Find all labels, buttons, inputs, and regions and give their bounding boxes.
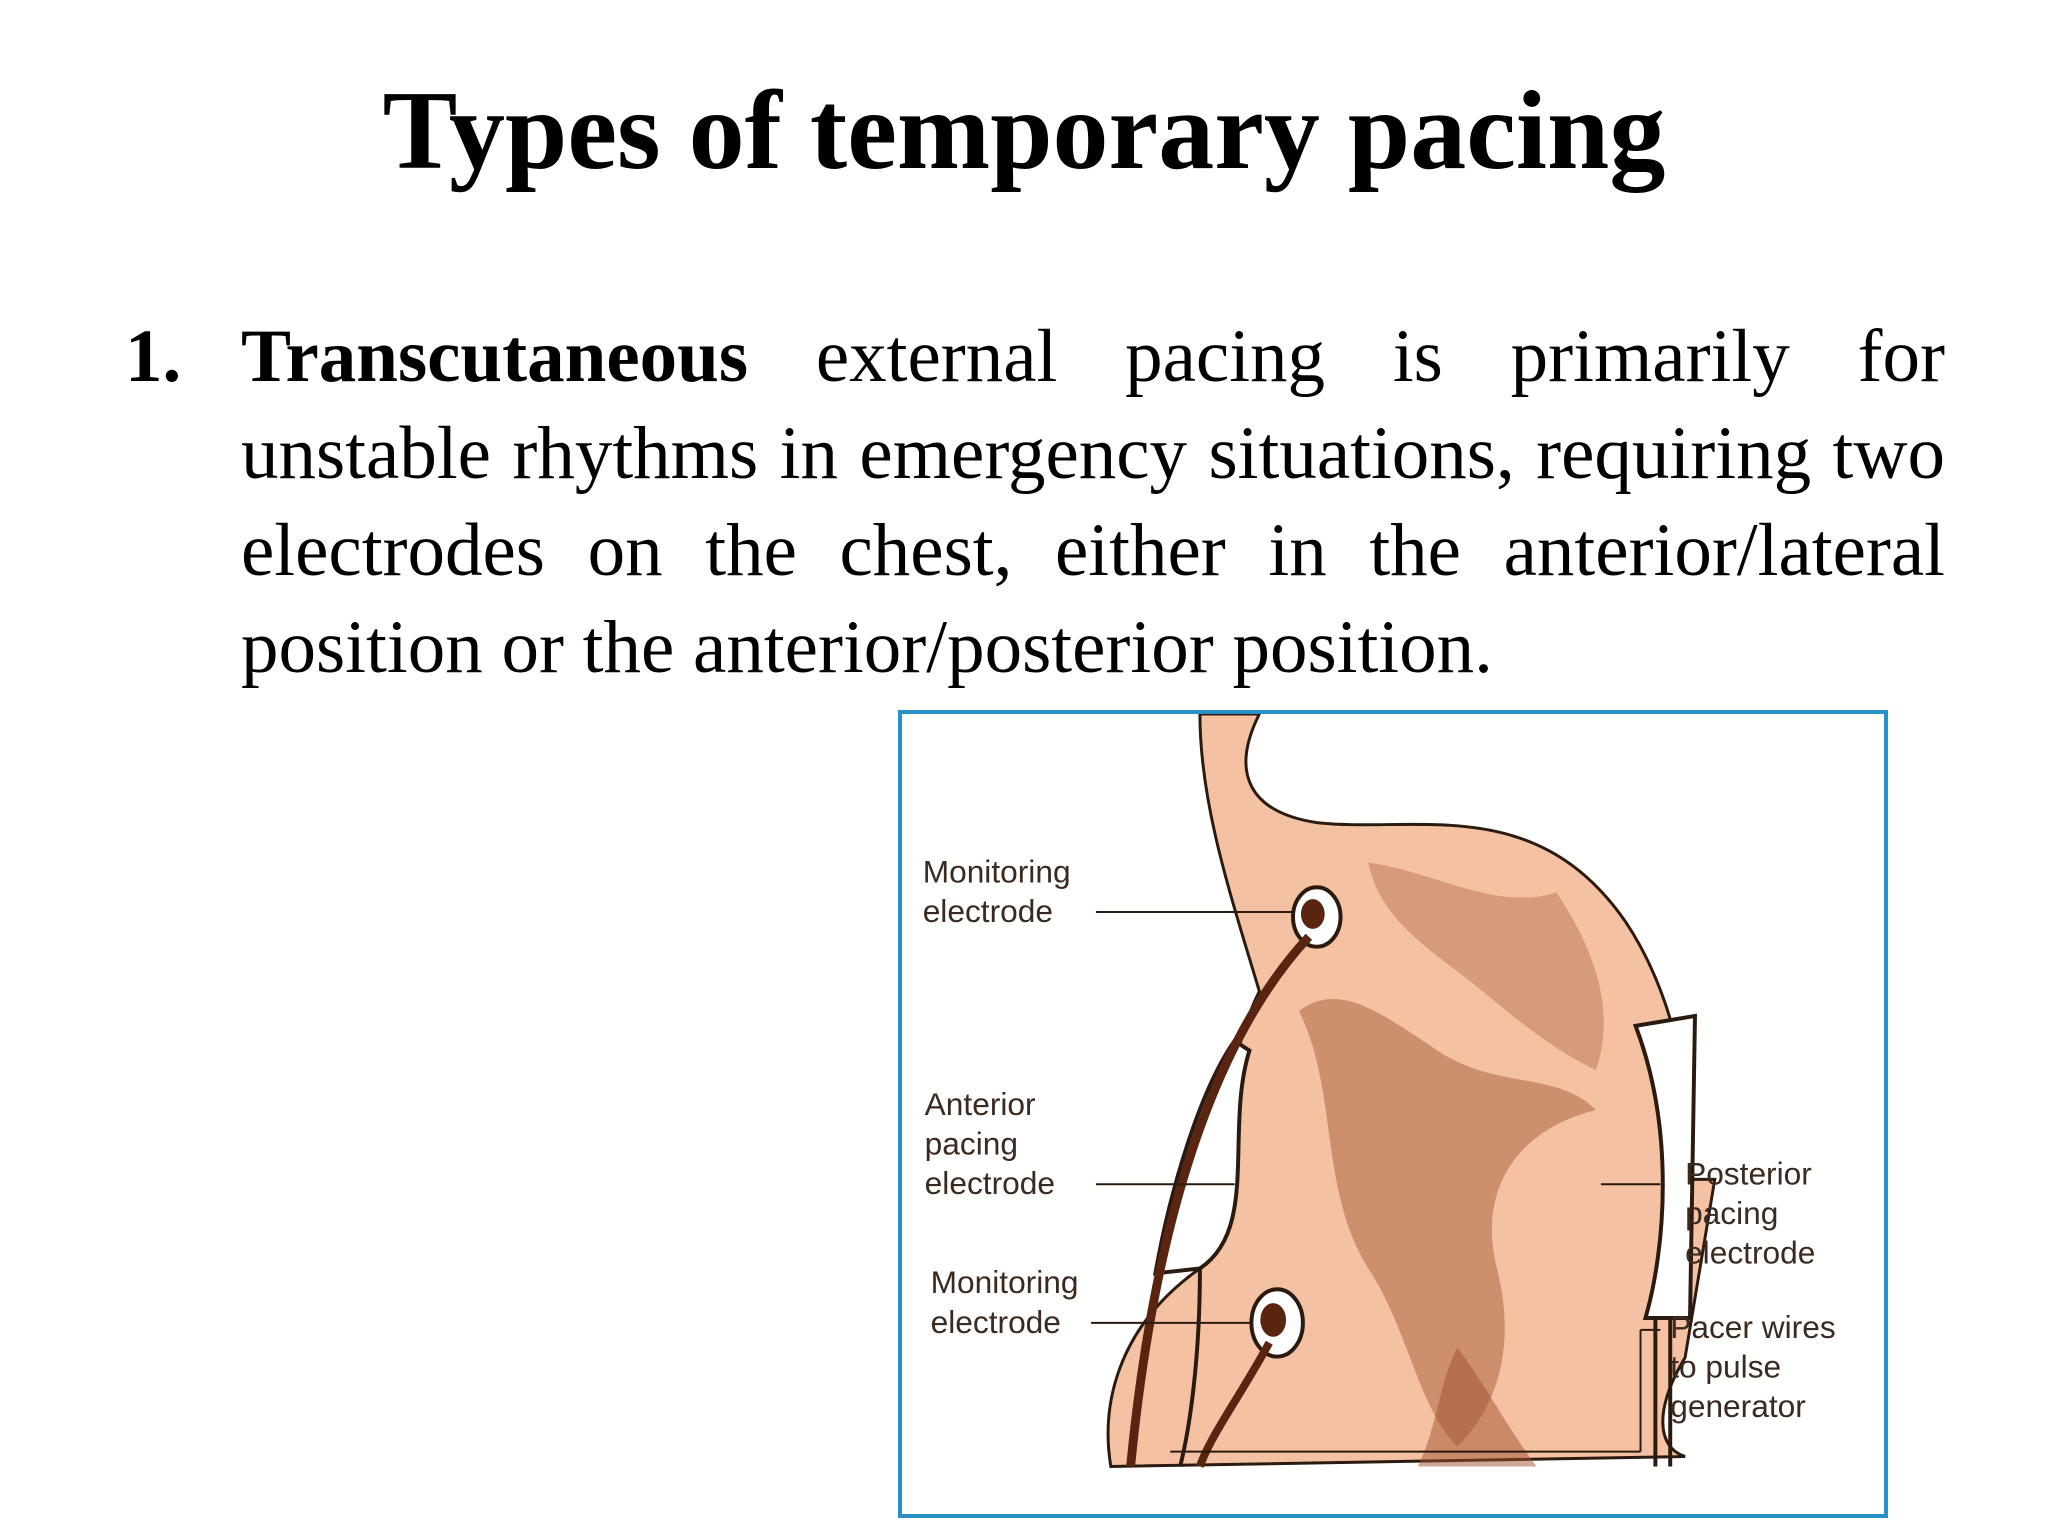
label-posterior-3: electrode bbox=[1685, 1235, 1815, 1271]
torso-shading bbox=[1368, 862, 1604, 1071]
label-anterior-3: electrode bbox=[925, 1165, 1055, 1201]
bold-term: Transcutaneous bbox=[241, 315, 749, 398]
posterior-pad bbox=[1632, 1013, 1697, 1320]
anterior-pad bbox=[1152, 1038, 1252, 1276]
label-pacer-wires: Pacer wires bbox=[1670, 1309, 1835, 1345]
label-posterior: Posterior bbox=[1685, 1155, 1812, 1191]
item-description: external pacing is primarily for unstabl… bbox=[241, 315, 1945, 689]
torso-diagram: Monitoring electrode Anterior pacing ele… bbox=[902, 714, 1884, 1514]
label-pacer-wires-2: to pulse bbox=[1670, 1348, 1781, 1384]
label-anterior-2: pacing bbox=[925, 1126, 1018, 1162]
label-pacer-wires-3: generator bbox=[1670, 1388, 1806, 1424]
label-posterior-2: pacing bbox=[1685, 1195, 1778, 1231]
label-monitoring-bottom-2: electrode bbox=[931, 1304, 1061, 1340]
label-monitoring-bottom: Monitoring bbox=[931, 1264, 1079, 1300]
label-monitoring-top: Monitoring bbox=[923, 853, 1071, 889]
pacing-illustration: Monitoring electrode Anterior pacing ele… bbox=[898, 710, 1888, 1518]
torso-shading bbox=[1298, 998, 1596, 1447]
list-item-transcutaneous: 1. Transcutaneous external pacing is pri… bbox=[125, 308, 1945, 696]
list-item-text: Transcutaneous external pacing is primar… bbox=[241, 308, 1945, 696]
list-number: 1. bbox=[125, 315, 182, 398]
label-monitoring-top-2: electrode bbox=[923, 893, 1053, 929]
label-anterior: Anterior bbox=[925, 1086, 1036, 1122]
slide-title: Types of temporary pacing bbox=[382, 69, 1666, 193]
torso-shading bbox=[1417, 1347, 1537, 1467]
